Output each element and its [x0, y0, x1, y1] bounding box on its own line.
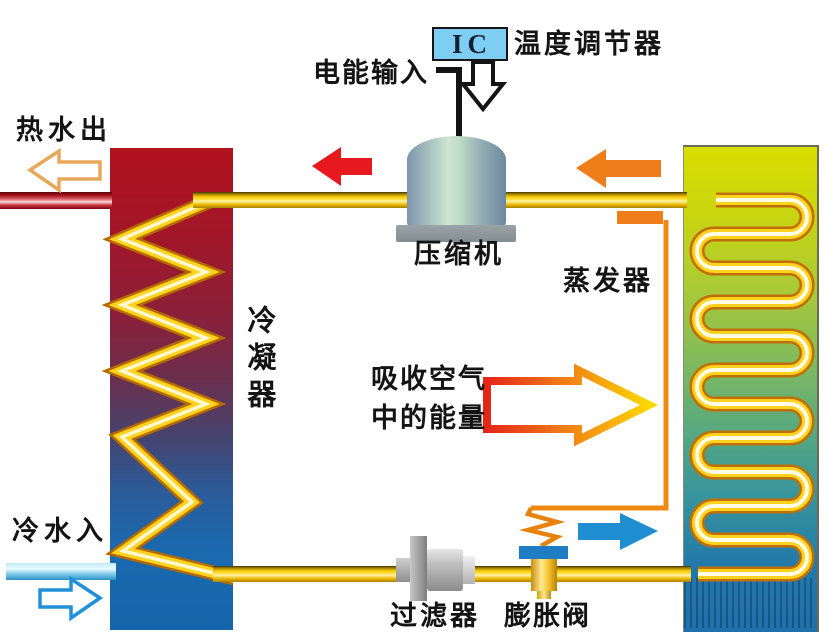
compressor-base	[396, 225, 516, 242]
evaporator-label: 蒸发器	[563, 266, 653, 297]
ic-controller-box: IC	[432, 27, 508, 61]
hot-water-out-arrow-icon	[26, 147, 102, 194]
cold-water-in-label: 冷水入	[12, 516, 108, 547]
valve-spring	[519, 506, 566, 548]
power-input-label: 电能输入	[313, 58, 429, 89]
filter-cap	[463, 556, 475, 584]
evaporator-fins-texture	[684, 578, 815, 628]
expansion-valve-stub	[537, 591, 551, 599]
expansion-valve-top-bar	[519, 546, 568, 559]
condenser-tank	[110, 148, 233, 630]
flow-arrow-left-red-icon	[312, 147, 372, 186]
hot-water-out-label: 热水出	[16, 115, 112, 146]
expansion-valve-body	[531, 559, 557, 591]
hot-water-pipe	[0, 192, 112, 209]
evaporator-panel	[683, 145, 819, 632]
capillary-stub	[617, 211, 663, 224]
filter-label: 过滤器	[390, 601, 480, 632]
flow-arrow-left-orange-icon	[576, 149, 661, 188]
air-energy-arrow-icon	[483, 363, 659, 447]
cold-water-in-arrow-icon	[38, 575, 104, 622]
power-line	[436, 67, 462, 140]
filter-body	[427, 549, 463, 591]
condenser-label: 冷凝器	[242, 305, 277, 416]
absorb-energy-label-line2: 中的能量	[371, 403, 487, 434]
power-down-arrow-icon	[458, 60, 508, 113]
filter-left-stub	[396, 558, 412, 582]
temp-controller-label: 温度调节器	[514, 29, 664, 60]
cold-water-pipe	[6, 563, 116, 580]
absorb-energy-label-line1: 吸收空气	[371, 364, 487, 395]
flow-arrow-right-blue-icon	[578, 513, 658, 550]
expansion-valve-label: 膨胀阀	[504, 601, 591, 632]
filter-plate	[410, 536, 427, 601]
compressor-label: 压缩机	[414, 239, 504, 270]
compressor-body	[407, 136, 506, 228]
capillary-line	[531, 220, 669, 511]
